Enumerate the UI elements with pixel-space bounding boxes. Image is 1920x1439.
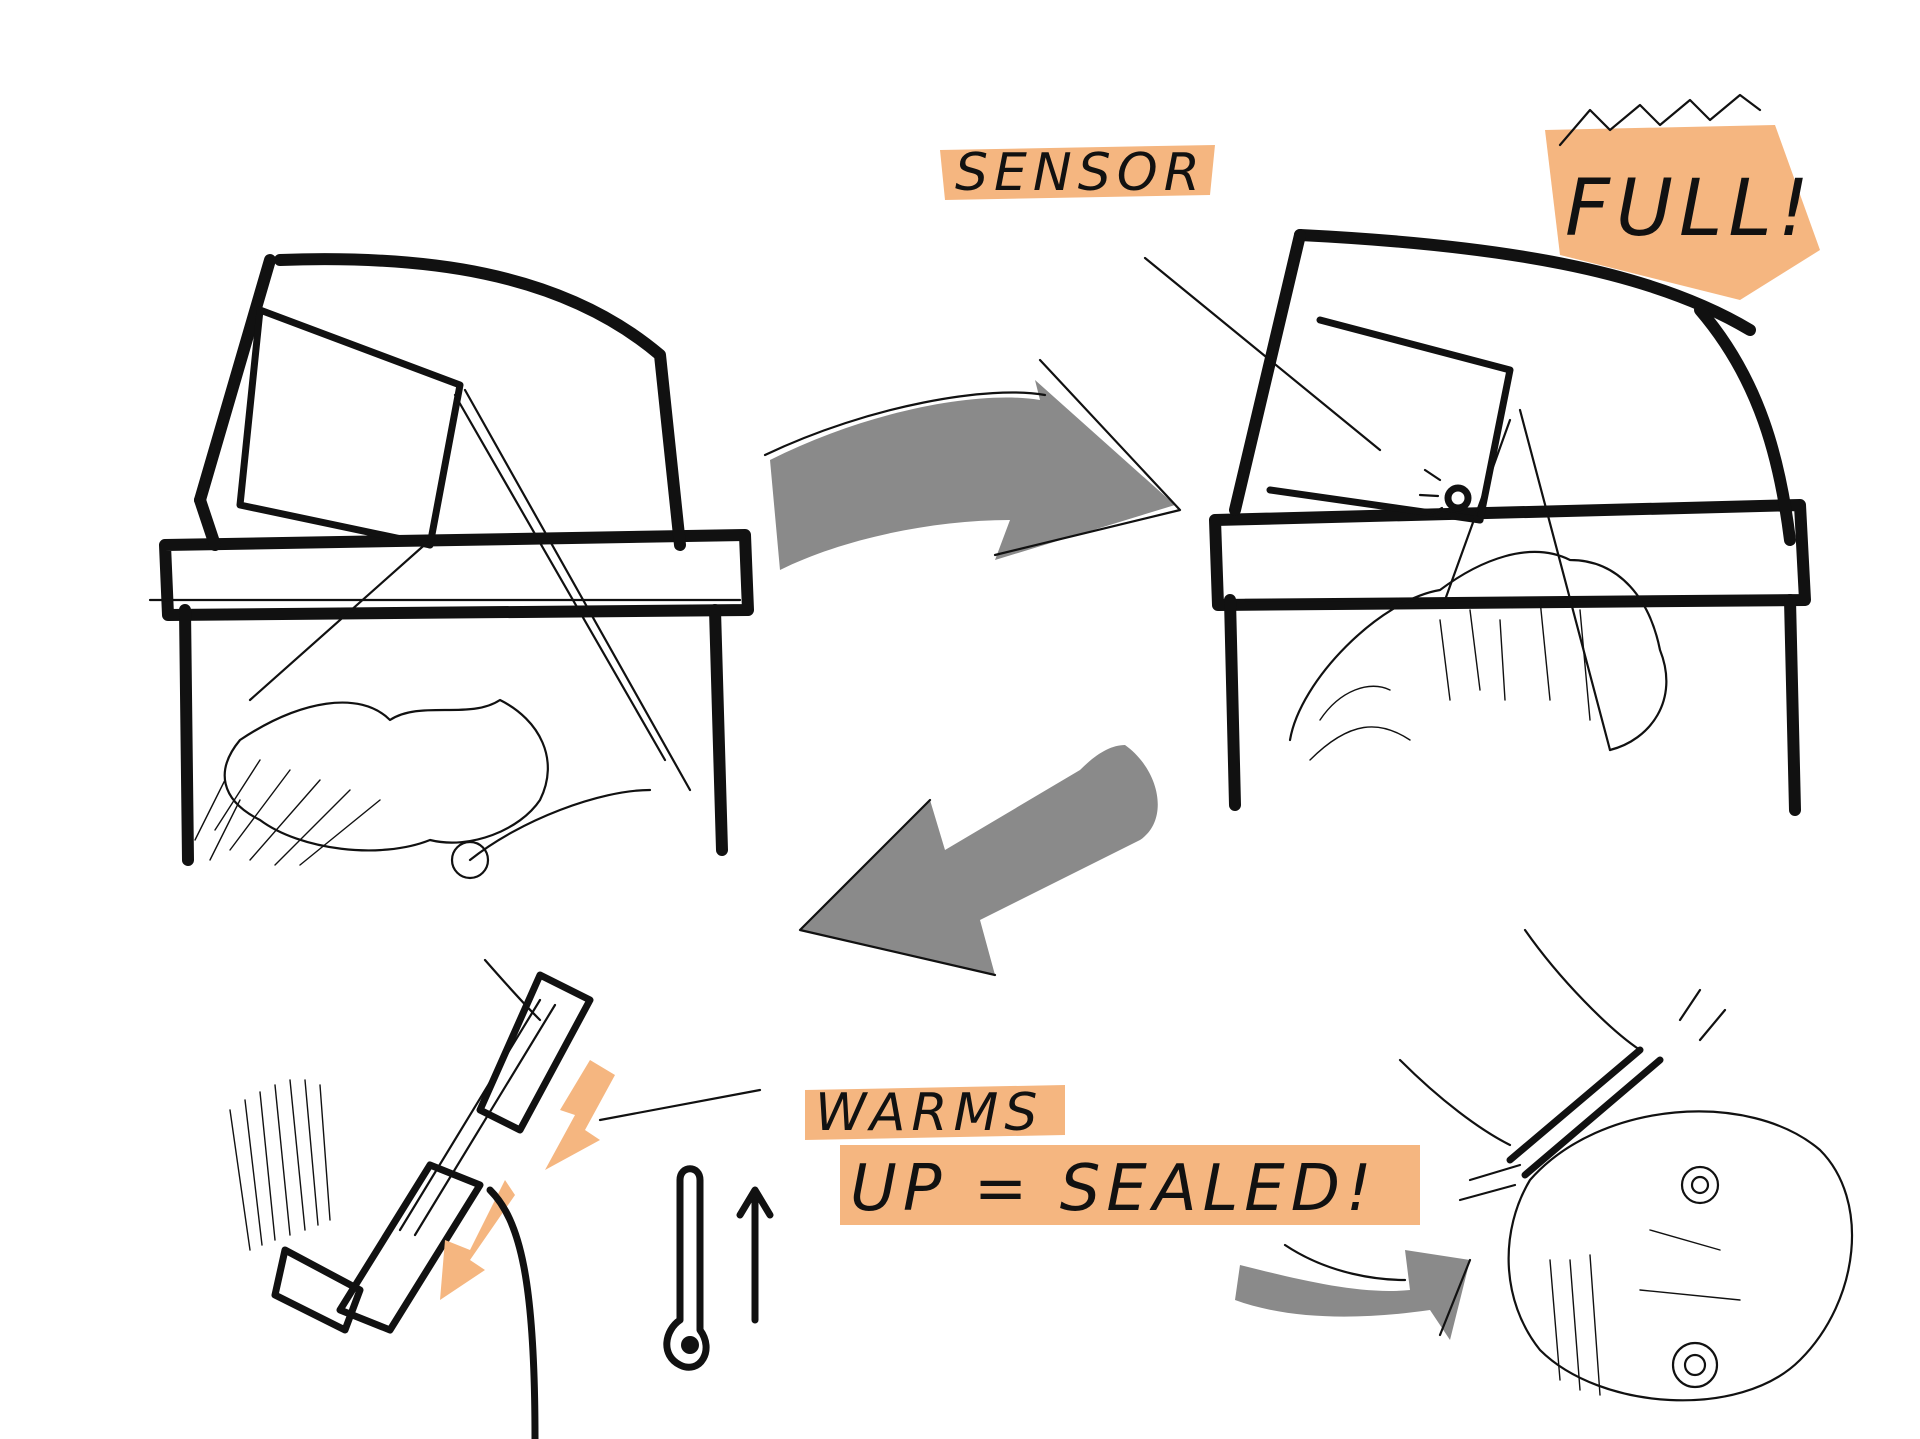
panel-bin-full xyxy=(1143,229,1811,816)
panel-sealed-bag xyxy=(1398,928,1854,1402)
label-sensor-text: SENSOR xyxy=(955,143,1206,203)
label-sensor: SENSOR xyxy=(940,143,1215,203)
label-full-text: FULL! xyxy=(1565,164,1815,254)
panel-sealing-bar xyxy=(229,958,774,1439)
label-warms-sealed: WARMS UP = SEALED! xyxy=(805,1083,1420,1226)
label-warms-text: WARMS xyxy=(815,1083,1043,1143)
thermometer-icon xyxy=(663,1165,710,1371)
panel-bin-open xyxy=(148,253,754,880)
label-up-sealed-text: UP = SEALED! xyxy=(850,1152,1378,1226)
arrow-to-sealed-bag xyxy=(1235,1243,1472,1340)
arrow-next-step xyxy=(798,745,1158,977)
sensor-dot xyxy=(1444,484,1472,512)
label-full: FULL! xyxy=(1545,93,1820,300)
sensor-pointer-line xyxy=(1143,256,1382,452)
arrow-up-icon xyxy=(736,1186,774,1324)
arrow-full-to-sensor xyxy=(763,358,1182,570)
